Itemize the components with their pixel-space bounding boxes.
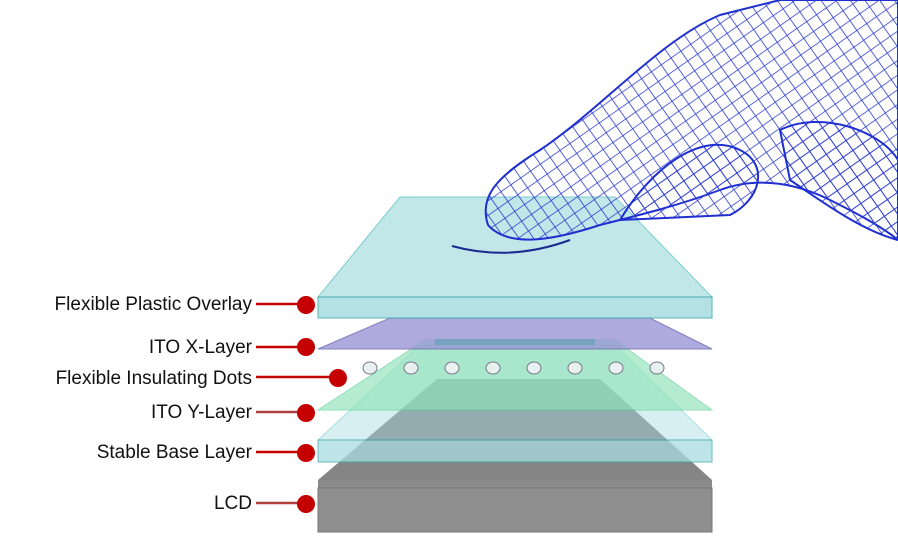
layer-callouts: Flexible Plastic Overlay ITO X-Layer Fle… [55,294,347,514]
label-flexible-plastic-overlay: Flexible Plastic Overlay [55,294,253,315]
callout-ito-x-layer: ITO X-Layer [149,337,315,358]
marker-dot [297,296,315,314]
ito-y-layer [316,339,714,411]
insulating-dot [485,361,501,375]
insulating-dot [608,361,624,375]
callout-ito-y-layer: ITO Y-Layer [151,402,315,423]
callout-flexible-plastic-overlay: Flexible Plastic Overlay [55,294,315,315]
insulating-dot [362,361,378,375]
insulating-dot [526,361,542,375]
label-ito-y-layer: ITO Y-Layer [151,402,253,423]
wireframe-hand-illustration [484,0,898,242]
marker-dot [297,404,315,422]
marker-dot [297,444,315,462]
insulating-dot [403,361,419,375]
callout-flexible-insulating-dots: Flexible Insulating Dots [56,368,347,389]
callout-lcd: LCD [214,493,315,514]
insulating-dot [444,361,460,375]
insulating-dot [649,361,665,375]
label-lcd: LCD [214,493,252,514]
marker-dot [297,338,315,356]
label-flexible-insulating-dots: Flexible Insulating Dots [56,368,252,389]
label-ito-x-layer: ITO X-Layer [149,337,253,358]
insulating-dots [362,361,665,375]
label-stable-base-layer: Stable Base Layer [97,442,253,463]
callout-stable-base-layer: Stable Base Layer [97,442,315,463]
ito-x-layer [317,317,713,350]
marker-dot [297,495,315,513]
insulating-dot [567,361,583,375]
marker-dot [329,369,347,387]
